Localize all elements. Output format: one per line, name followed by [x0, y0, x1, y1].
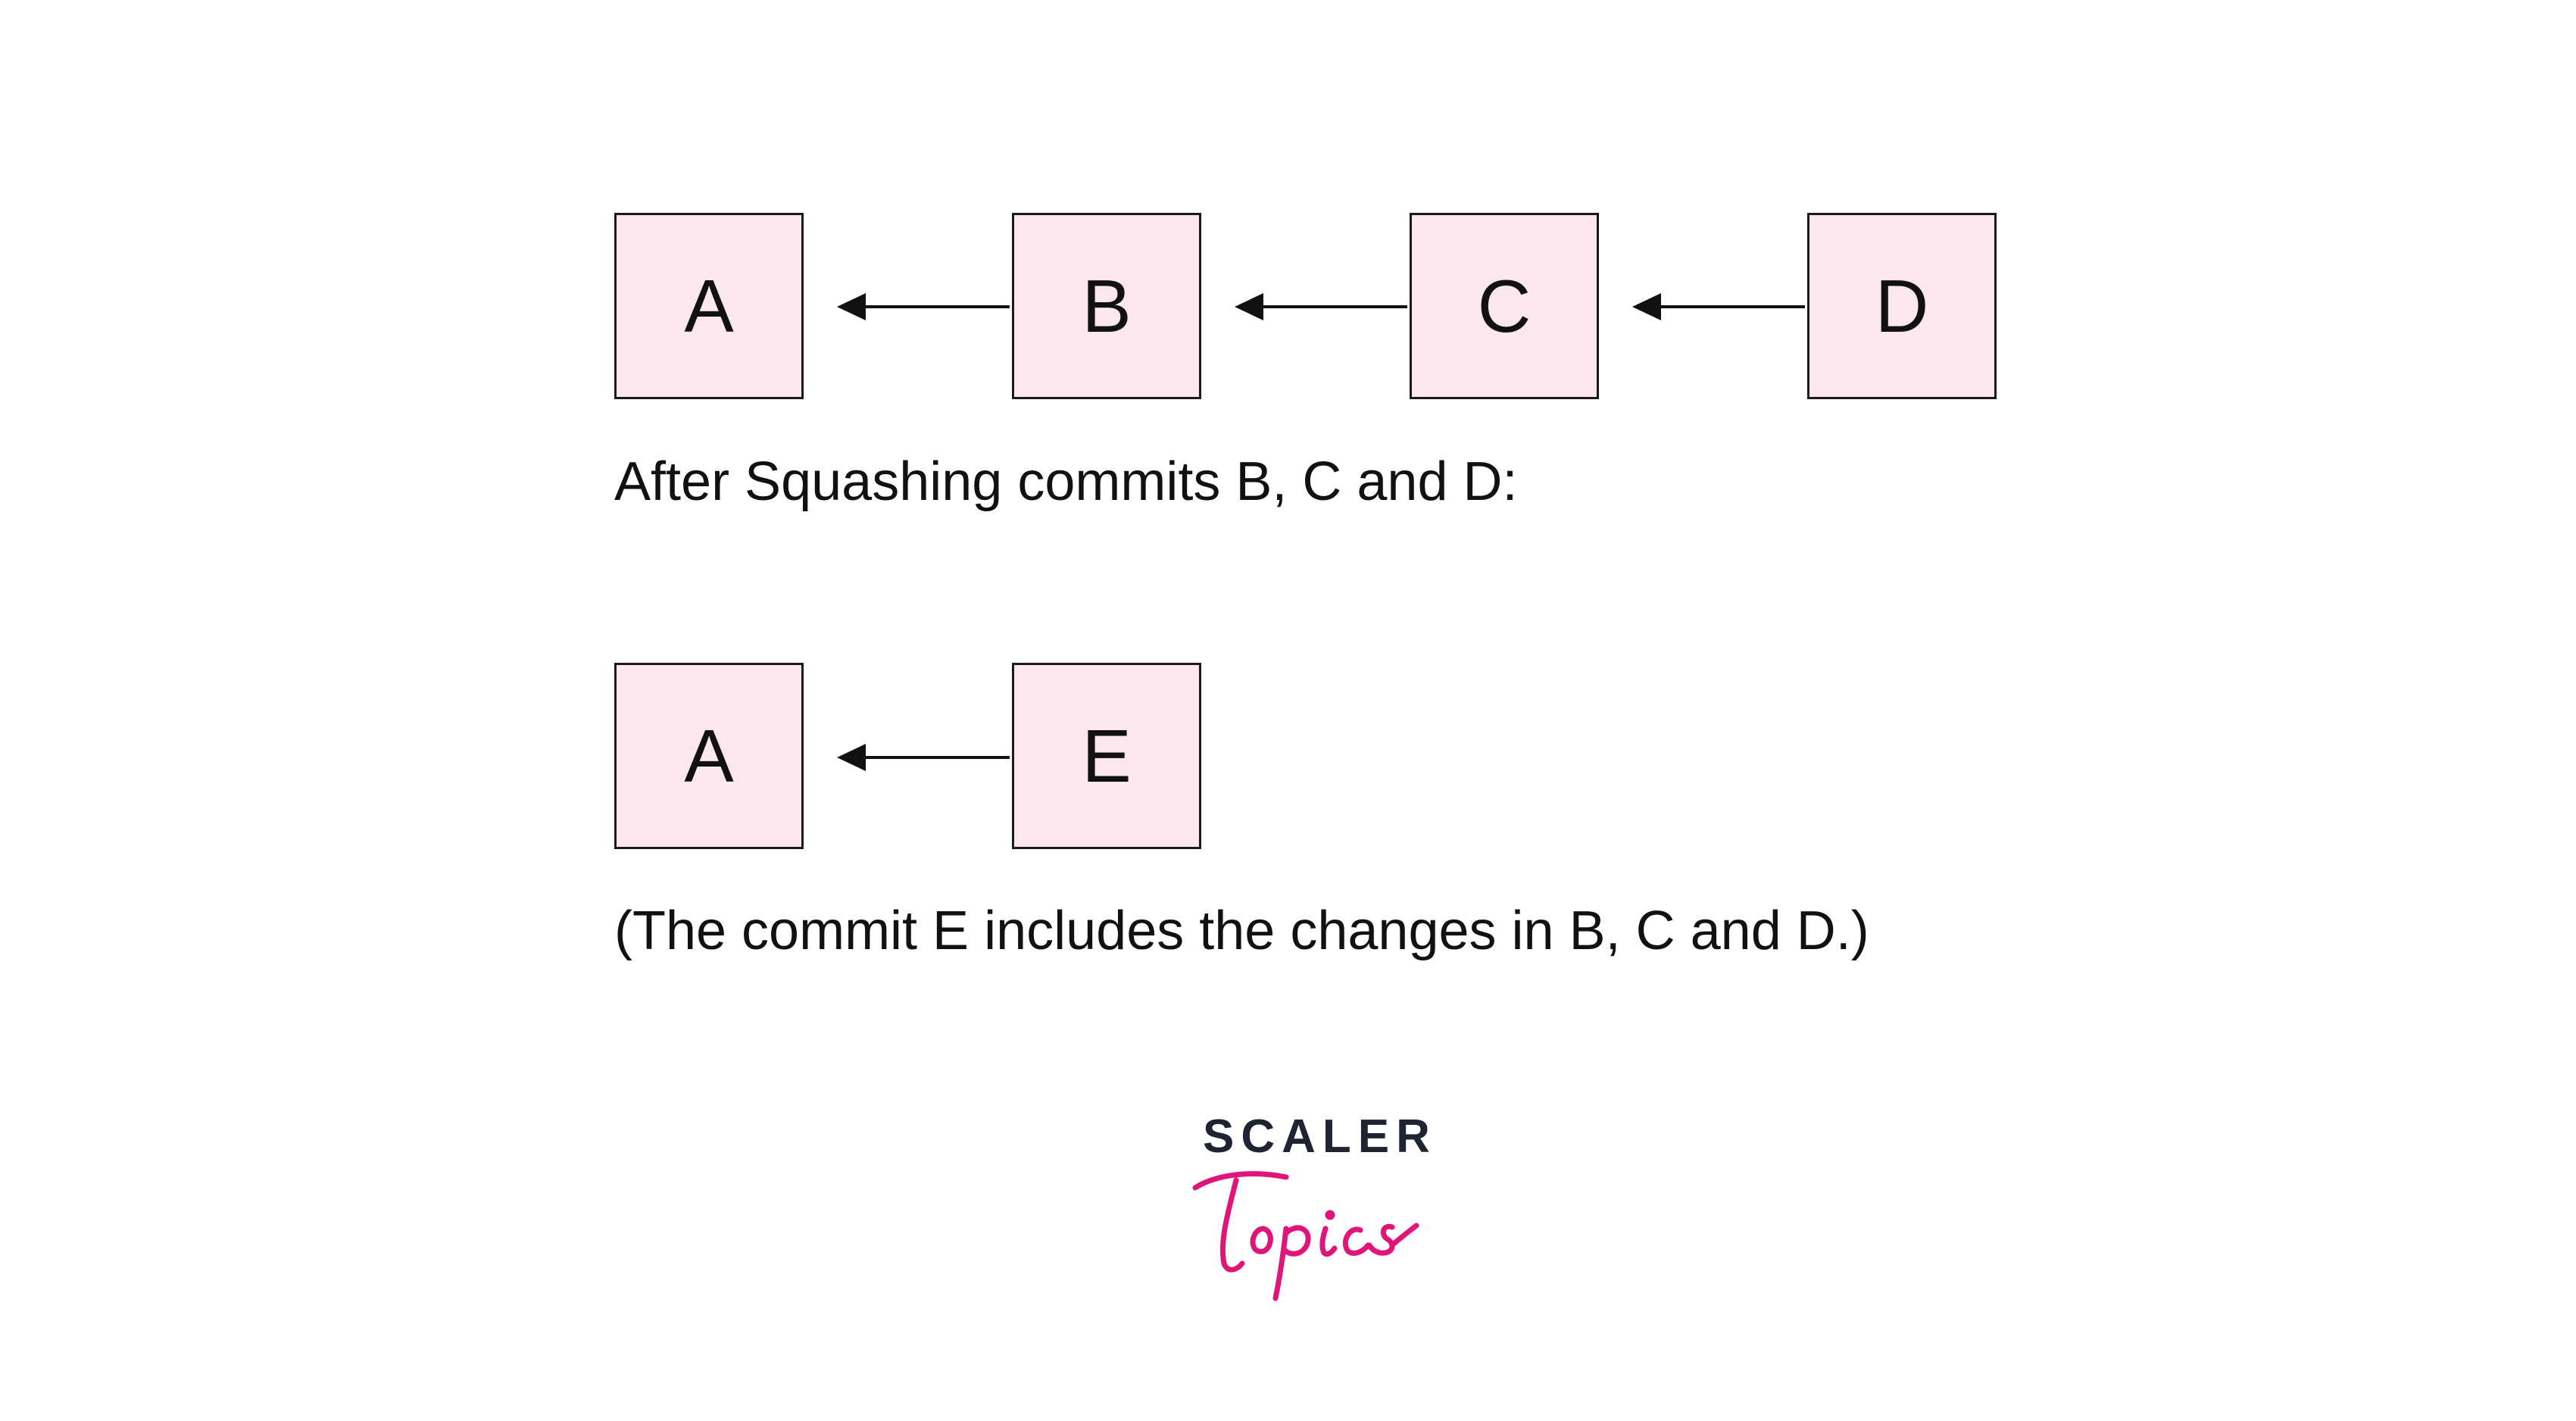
commit-box-a: A [614, 213, 804, 399]
parent-arrow [837, 292, 1011, 322]
commit-box-c: C [1410, 213, 1599, 399]
commit-label: E [1082, 714, 1132, 798]
commit-label: D [1875, 264, 1929, 348]
commit-box-a: A [614, 663, 804, 849]
commit-label: A [684, 714, 734, 798]
commit-box-d: D [1807, 213, 1997, 399]
commit-label: C [1477, 264, 1532, 348]
commit-label: A [684, 264, 734, 348]
commit-label: B [1082, 264, 1132, 348]
caption-after: (The commit E includes the changes in B,… [614, 901, 1869, 961]
commit-box-e: E [1012, 663, 1201, 849]
logo-wordmark: SCALER [1203, 1110, 1437, 1163]
parent-arrow [1632, 292, 1806, 322]
commit-box-b: B [1012, 213, 1201, 399]
parent-arrow [1235, 292, 1409, 322]
caption-before: After Squashing commits B, C and D: [614, 451, 1518, 512]
parent-arrow [837, 742, 1011, 773]
logo-script [1189, 1150, 1432, 1305]
